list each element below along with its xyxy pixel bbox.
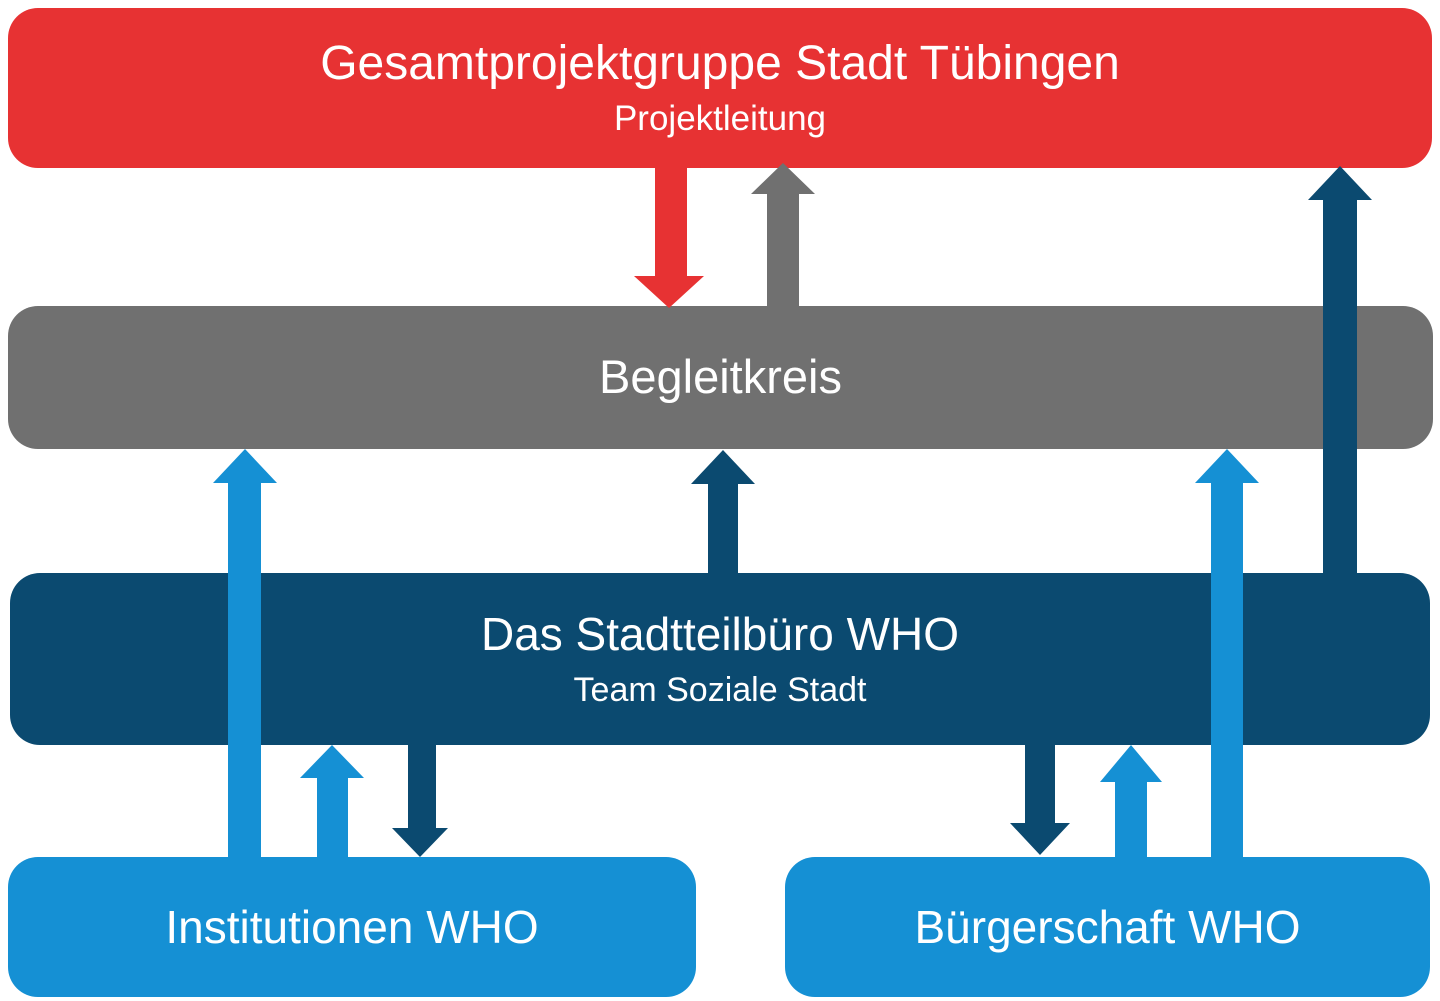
arrow-institutionen-to-stadtteilbuero-shaft [317,776,348,861]
node-stadtteilbuero-subtitle: Team Soziale Stadt [573,670,867,709]
arrow-buergerschaft-to-begleitkreis-up-icon [1195,449,1259,483]
arrow-institutionen-to-begleitkreis-shaft [228,481,261,861]
arrow-begleitkreis-to-top-up-icon [751,163,815,194]
node-institutionen: Institutionen WHO [8,857,696,997]
node-begleitkreis-title: Begleitkreis [599,350,842,404]
node-begleitkreis: Begleitkreis [8,306,1433,449]
arrow-top-to-begleitkreis-shaft [655,164,687,277]
arrow-buergerschaft-to-stadtteilbuero-up-icon [1100,745,1162,782]
arrow-stadtteilbuero-to-buergerschaft-down-icon [1010,823,1070,855]
arrow-stadtteilbuero-to-begleitkreis-up-icon [691,450,755,484]
arrow-stadtteilbuero-to-institutionen-shaft [408,744,436,829]
arrow-institutionen-to-begleitkreis-up-icon [213,449,277,483]
node-institutionen-title: Institutionen WHO [165,900,539,953]
arrow-stadtteilbuero-to-top-up-icon [1308,166,1372,200]
arrow-buergerschaft-to-stadtteilbuero-shaft [1115,780,1147,861]
node-buergerschaft: Bürgerschaft WHO [785,857,1430,997]
node-gesamtprojektgruppe-subtitle: Projektleitung [613,99,827,139]
arrow-stadtteilbuero-to-institutionen-down-icon [392,828,448,857]
node-stadtteilbuero-title: Das Stadtteilbüro WHO [480,608,960,660]
node-buergerschaft-title: Bürgerschaft WHO [914,900,1301,953]
arrow-top-to-begleitkreis-down-icon [634,276,704,308]
arrow-stadtteilbuero-to-top-shaft [1323,198,1357,574]
node-gesamtprojektgruppe: Gesamtprojektgruppe Stadt Tübingen Proje… [8,8,1432,168]
node-gesamtprojektgruppe-title: Gesamtprojektgruppe Stadt Tübingen [320,37,1120,91]
arrow-stadtteilbuero-to-buergerschaft-shaft [1025,744,1055,824]
arrow-begleitkreis-to-top-shaft [767,193,799,307]
arrow-institutionen-to-stadtteilbuero-up-icon [300,745,364,778]
arrow-buergerschaft-to-begleitkreis-shaft [1211,481,1243,861]
arrow-stadtteilbuero-to-begleitkreis-shaft [708,482,738,576]
